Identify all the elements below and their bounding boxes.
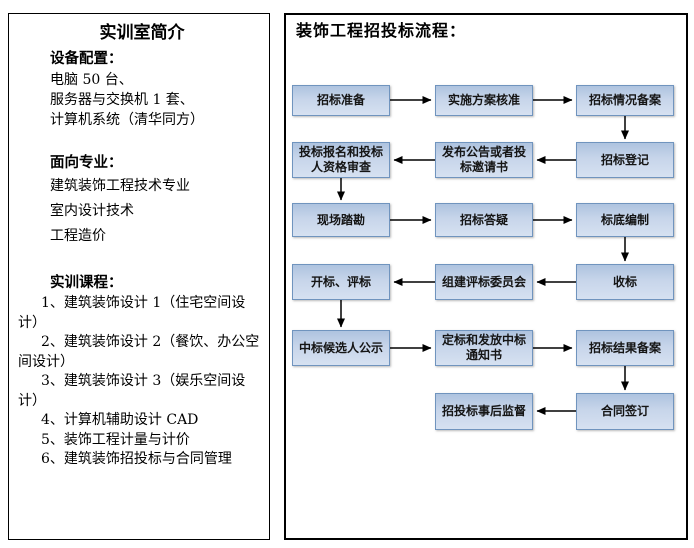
- spacer: [18, 249, 266, 273]
- intro-title: 实训室简介: [99, 23, 185, 43]
- majors-line: 工程造价: [50, 228, 106, 244]
- equipment-line: 计算机系统（清华同方）: [50, 112, 204, 128]
- majors-line: 建筑装饰工程技术专业: [50, 178, 190, 194]
- spacer: [18, 130, 266, 153]
- course-item: 1、建筑装饰设计 1（住宅空间设计）: [18, 295, 246, 331]
- equipment-heading: 设备配置：: [50, 51, 123, 67]
- course-item: 3、建筑装饰设计 3（娱乐空间设计）: [18, 373, 246, 409]
- courses-heading: 实训课程：: [50, 275, 123, 291]
- equipment-line: 服务器与交换机 1 套、: [50, 92, 194, 108]
- course-item: 5、装饰工程计量与计价: [41, 431, 190, 448]
- flowchart-panel: 装饰工程招投标流程：: [284, 13, 688, 540]
- majors-line: 室内设计技术: [50, 203, 134, 219]
- course-item: 6、建筑装饰招投标与合同管理: [41, 451, 232, 467]
- majors-heading: 面向专业：: [50, 155, 123, 171]
- flowchart-title: 装饰工程招投标流程：: [296, 21, 467, 40]
- course-item: 4、计算机辅助设计 CAD: [41, 412, 199, 428]
- equipment-line: 电脑 50 台、: [50, 72, 133, 88]
- intro-panel: 实训室简介 设备配置： 电脑 50 台、 服务器与交换机 1 套、 计算机系统（…: [8, 13, 270, 540]
- course-item: 2、建筑装饰设计 2（餐饮、办公空间设计）: [18, 334, 260, 370]
